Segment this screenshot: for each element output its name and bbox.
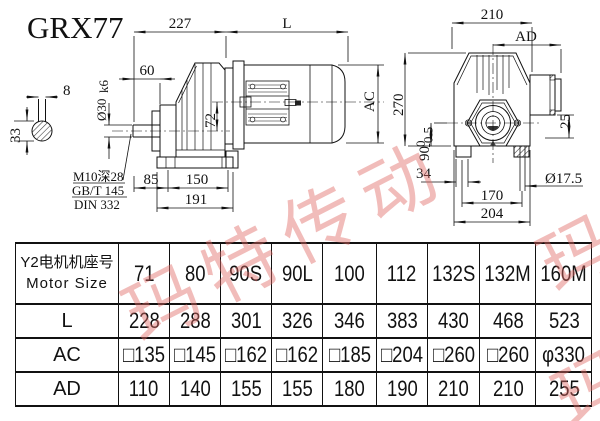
dim-key-width: 8 <box>63 83 71 99</box>
table-cell: □162 <box>271 337 323 373</box>
dim-front-height: 270 <box>391 94 407 117</box>
dim-base-length: 191 <box>185 192 208 208</box>
dim-motor-ac: AC <box>362 91 378 112</box>
table-cell: □204 <box>376 337 428 373</box>
table-cell: 190 <box>376 371 428 407</box>
dim-hole-diameter: Ø17.5 <box>545 171 582 187</box>
table-column-header: 132M <box>479 242 537 305</box>
gearbox-outline <box>175 62 226 158</box>
table-cell: 523 <box>535 303 593 339</box>
table-cell: □162 <box>220 337 272 373</box>
table-column-header: 160M <box>535 242 593 305</box>
table-cell: φ330 <box>535 337 593 373</box>
table-cell: 155 <box>220 371 272 407</box>
dim-hole-span: 170 <box>481 188 504 204</box>
gearbox-base <box>156 156 234 169</box>
dim-ad: AD <box>515 29 537 45</box>
table-column-header: 90L <box>271 242 323 305</box>
table-cell: 210 <box>479 371 537 407</box>
table-cell: 255 <box>535 371 593 407</box>
table-cell: 288 <box>169 303 221 339</box>
table-row-label: AC <box>15 337 119 373</box>
table-cell: □260 <box>426 337 481 373</box>
table-cell: 180 <box>322 371 377 407</box>
note-std1: GB/T 145 <box>72 183 124 198</box>
table-cell: □185 <box>322 337 377 373</box>
table-column-header: 90S <box>220 242 272 305</box>
table-cell: □260 <box>479 337 537 373</box>
motor-outline <box>243 64 346 144</box>
dim-box-offset: 25 <box>558 114 574 129</box>
table-cell: 155 <box>271 371 323 407</box>
table-column-header: 80 <box>169 242 221 305</box>
dim-gearbox-width: 227 <box>169 16 192 32</box>
dim-shaft-length: 60 <box>140 63 155 79</box>
dim-shaft-flat: 33 <box>8 128 24 143</box>
table-column-header: 112 <box>376 242 428 305</box>
dim-base-width: 204 <box>481 206 504 222</box>
table-cell: 346 <box>322 303 377 339</box>
table-cell: 430 <box>426 303 481 339</box>
table-cell: 228 <box>118 303 170 339</box>
table-column-header: 100 <box>322 242 377 305</box>
dim-shaft-tolerance: k6 <box>96 80 111 94</box>
table-row-label: AD <box>15 371 119 407</box>
table-cell: 110 <box>118 371 170 407</box>
table-cell: 140 <box>169 371 221 407</box>
table-column-header: 132S <box>426 242 481 305</box>
dim-center-tol-lower: -0.5 <box>421 127 436 148</box>
table-cell: 326 <box>271 303 323 339</box>
note-tap: M10深28 <box>73 169 124 184</box>
table-row-label: L <box>15 303 119 339</box>
dim-motor-length: L <box>282 16 291 32</box>
page-title: GRX77 <box>27 10 123 45</box>
dim-foot-width: 34 <box>416 166 432 182</box>
dim-foot-length: 150 <box>186 172 209 188</box>
side-view-dimensions <box>72 30 384 212</box>
table-cell: □135 <box>118 337 170 373</box>
dim-axis-distance: 72 <box>203 113 219 128</box>
dim-center-tol-upper: 0 <box>413 141 428 148</box>
table-cell: 301 <box>220 303 272 339</box>
table-cell: 468 <box>479 303 537 339</box>
shaft-section-view <box>14 95 58 155</box>
side-view <box>112 60 384 169</box>
front-view-dimensions <box>403 21 583 226</box>
dim-foot-offset: 85 <box>144 172 159 188</box>
table-column-header: 71 <box>118 242 170 305</box>
dim-front-width: 210 <box>481 7 504 23</box>
table-cell: □145 <box>169 337 221 373</box>
technical-drawing: GRX77 8 33 <box>8 7 583 226</box>
table-cell: 210 <box>426 371 481 407</box>
table-cell: 383 <box>376 303 428 339</box>
dim-center-height: 90 <box>417 146 433 161</box>
front-view <box>447 44 562 191</box>
note-std2: DIN 332 <box>74 197 120 212</box>
dim-shaft-diameter: Ø30 <box>94 99 109 121</box>
